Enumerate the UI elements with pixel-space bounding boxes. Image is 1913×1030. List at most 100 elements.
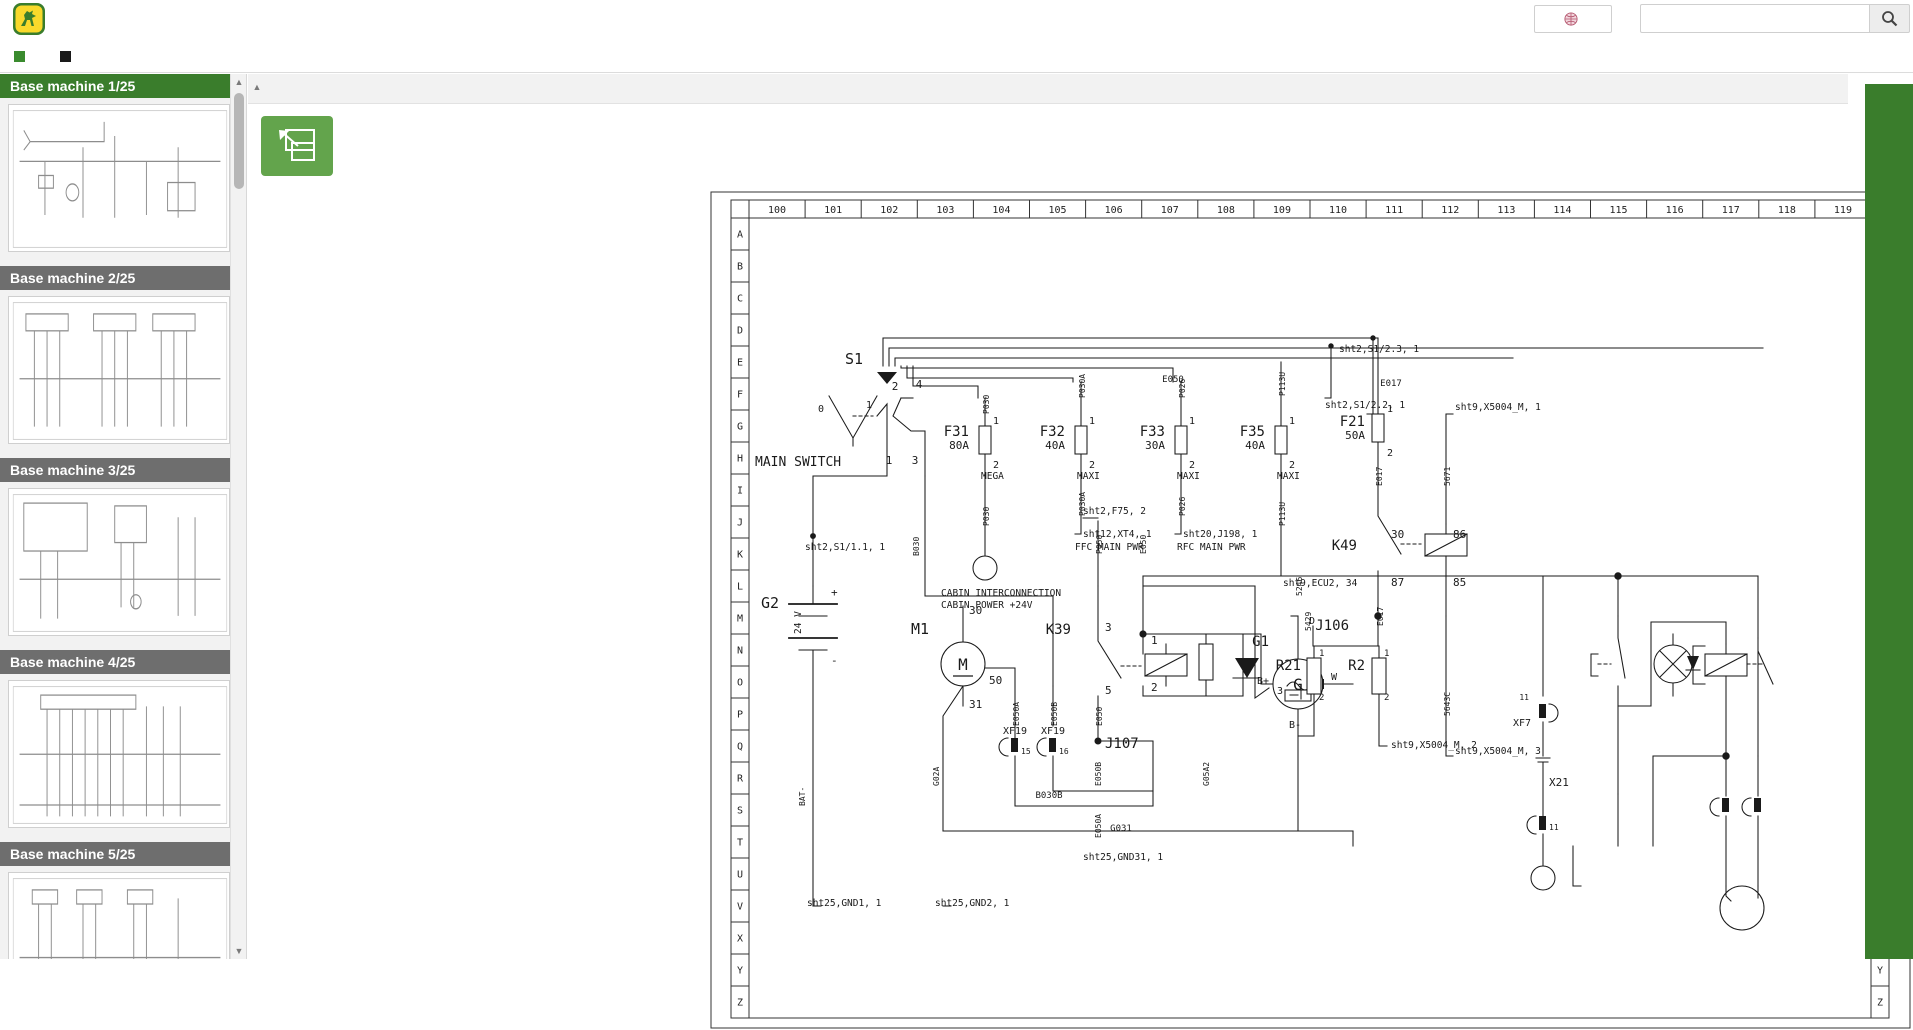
grid-col-label: 101 — [824, 205, 842, 216]
schematic-label: G05A2 — [1202, 762, 1211, 786]
schematic-label: 5671 — [1443, 467, 1452, 486]
schematic-label: 15 — [1021, 747, 1031, 756]
brand-logo[interactable] — [12, 2, 52, 36]
grid-row-label: S — [737, 806, 743, 817]
search-box — [1640, 4, 1910, 33]
wire-P026: P026 — [1178, 379, 1187, 398]
ref-F31: F31 — [944, 424, 969, 440]
thumbnail-body — [0, 674, 238, 836]
schematic-label: 2 — [1089, 460, 1095, 471]
schematic-label: E050B — [1094, 762, 1103, 786]
schematic-label: E050 — [1095, 707, 1104, 726]
ref-K49: K49 — [1332, 538, 1357, 554]
sidebar-item-3[interactable]: Base machine 3/25 — [0, 458, 238, 644]
schematic-label: P050 — [1095, 535, 1104, 554]
thumbnail-title: Base machine 4/25 — [0, 650, 238, 674]
scrollbar-thumb[interactable] — [234, 93, 244, 189]
schematic-label: 1 — [1289, 416, 1295, 427]
thumbnail-preview[interactable] — [8, 104, 230, 252]
ref-x5004-1: sht9,X5004_M, 1 — [1455, 402, 1541, 413]
schematic-label: 85 — [1453, 576, 1466, 589]
schematic-label: 5643C — [1443, 692, 1452, 716]
schematic-label: 3 — [1105, 621, 1112, 634]
thumbnail-preview[interactable] — [8, 296, 230, 444]
grid-row-label: I — [737, 486, 743, 497]
ref-x5004-3: sht9,X5004_M, 3 — [1455, 746, 1541, 757]
sidebar-item-5[interactable]: Base machine 5/25 — [0, 842, 238, 959]
thumbnail-preview[interactable] — [8, 872, 230, 959]
schematic-label: G02A — [932, 767, 941, 786]
sidebar-item-2[interactable]: Base machine 2/25 — [0, 266, 238, 452]
main-scroll-up-icon[interactable]: ▲ — [252, 82, 262, 92]
schematic-label: E017 — [1380, 379, 1402, 389]
schematic-label: P026 — [1178, 497, 1187, 516]
grid-row-label: D — [737, 326, 743, 337]
schematic-label: MAXI — [1177, 471, 1200, 482]
sidebar-item-4[interactable]: Base machine 4/25 — [0, 650, 238, 836]
schematic-label: P030A — [1078, 492, 1087, 516]
sidebar-item-1[interactable]: Base machine 1/25 — [0, 74, 238, 260]
ref-sht2-F75: sht2,F75, 2 — [1083, 506, 1146, 517]
ref-sht12: sht12,XT4, 1 — [1083, 529, 1152, 540]
doc-tab-hydraulic[interactable] — [60, 50, 80, 62]
schematic-label: XF19 — [1041, 726, 1065, 737]
schematic-label: 50A — [1345, 429, 1365, 442]
ref-R21: R21 — [1276, 658, 1301, 674]
schematic-label: 1 — [1151, 634, 1158, 647]
doc-tab-electric[interactable] — [14, 50, 34, 62]
schematic-label: B030 — [912, 537, 921, 556]
schematic-label: E017 — [1375, 467, 1384, 486]
schematic-label: D — [1309, 616, 1315, 627]
grid-row-label: O — [737, 678, 743, 689]
language-selector[interactable] — [1534, 5, 1612, 33]
fit-to-screen-button[interactable] — [261, 116, 333, 176]
schematic-label: 4 — [916, 378, 923, 391]
schematic-label: G — [1293, 675, 1303, 694]
schematic-label: 2 — [993, 460, 999, 471]
top-bar — [0, 0, 1913, 40]
schematic-label: MAXI — [1077, 471, 1100, 482]
scroll-down-icon[interactable]: ▼ — [234, 946, 244, 956]
rating-F31: 80A — [949, 439, 969, 452]
schematic-label: 2 — [1289, 460, 1295, 471]
thumbnail-title: Base machine 3/25 — [0, 458, 238, 482]
schematic-label: 2 — [1151, 681, 1158, 694]
fn-RFC: RFC MAIN PWR — [1177, 542, 1246, 553]
schematic-label: 1 — [1384, 649, 1389, 659]
thumbnail-preview[interactable] — [8, 488, 230, 636]
ref-J106: J106 — [1315, 618, 1349, 634]
ref-M1: M1 — [911, 620, 929, 638]
grid-col-label: 116 — [1666, 205, 1684, 216]
grid-row-label: H — [737, 454, 743, 465]
schematic-label: 5246 — [1295, 577, 1304, 596]
thumbnail-title: Base machine 2/25 — [0, 266, 238, 290]
grid-col-label: 100 — [768, 205, 786, 216]
thumbnail-preview[interactable] — [8, 680, 230, 828]
schematic-label: sht2,S1/2.3, 1 — [1339, 344, 1419, 355]
search-input[interactable] — [1640, 4, 1870, 33]
schematic-label: 11 — [1519, 693, 1529, 702]
search-button[interactable] — [1870, 4, 1910, 33]
grid-col-label: 115 — [1610, 205, 1628, 216]
schematic-label: 3 — [1277, 686, 1283, 697]
grid-row-label: X — [737, 934, 743, 945]
sidebar-scrollbar[interactable]: ▲ ▼ — [230, 74, 246, 959]
grid-col-label: 110 — [1329, 205, 1347, 216]
schematic-label: 1 — [886, 454, 893, 467]
schematic-label: 1 — [1189, 416, 1195, 427]
grid-row-label: M — [737, 614, 743, 625]
grid-col-label: 103 — [936, 205, 954, 216]
schematic-label: XF19 — [1003, 726, 1027, 737]
thumbnail-title: Base machine 1/25 — [0, 74, 238, 98]
globe-icon — [1563, 12, 1578, 26]
schematic-label: E050 — [1139, 535, 1148, 554]
schematic-label: G031 — [1110, 824, 1132, 834]
scroll-up-icon[interactable]: ▲ — [234, 77, 244, 87]
grid-row-label: G — [737, 422, 743, 433]
battery-voltage: 24 V — [793, 611, 804, 634]
right-drawer-handle[interactable] — [1865, 84, 1913, 959]
wire-P113U: P113U — [1278, 372, 1287, 396]
